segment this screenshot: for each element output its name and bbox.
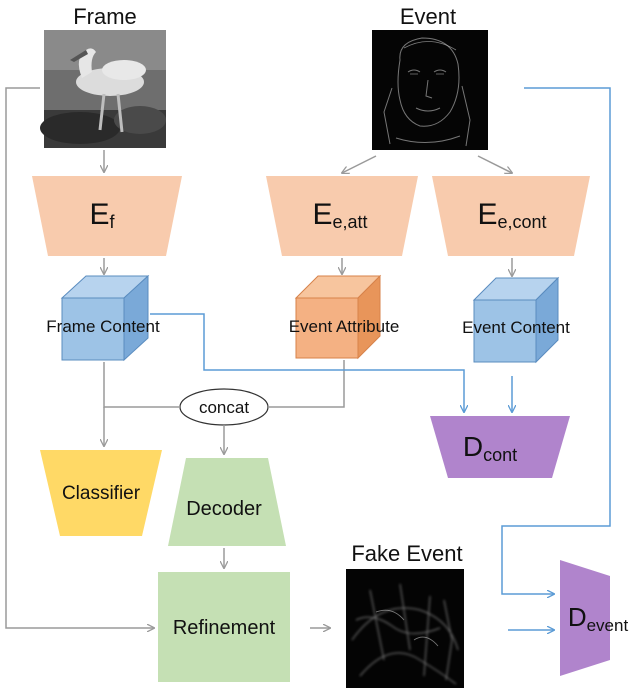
devent-sub: event: [587, 616, 629, 635]
event-attribute-label: Event Attribute: [289, 317, 400, 336]
classifier-block: Classifier: [40, 450, 162, 536]
arrow-event-to-eatt: [342, 155, 377, 173]
decoder-block: Decoder: [168, 458, 286, 546]
event-title: Event: [400, 4, 456, 29]
arrow-frame-skip-to-refinement: [5, 87, 154, 628]
frame-content-cube: [60, 274, 150, 362]
svg-text:Ee,att: Ee,att: [312, 198, 367, 232]
fake-event-image: [346, 569, 464, 688]
refinement-block: Refinement: [158, 572, 290, 682]
decoder-label: Decoder: [186, 498, 262, 520]
gray-arrows: [5, 87, 512, 628]
encoder-ef-sub: f: [110, 212, 116, 232]
svg-text:Dcont: Dcont: [463, 431, 517, 465]
dcont-sub: cont: [483, 445, 517, 465]
concat-node: concat: [179, 388, 269, 426]
encoder-eatt: Ee,att: [266, 176, 418, 256]
blue-arrows: [150, 87, 611, 630]
arrow-frame-content-to-dcont: [150, 313, 464, 412]
fake-event-title: Fake Event: [351, 541, 462, 566]
frame-image: [40, 30, 166, 148]
frame-title: Frame: [73, 4, 137, 29]
encoder-econt: Ee,cont: [432, 176, 590, 256]
encoder-ef: Ef: [32, 176, 182, 256]
encoder-eatt-sub: e,att: [332, 212, 367, 232]
event-content-cube: [472, 276, 560, 364]
line-attribute-to-concat: [268, 360, 345, 408]
concat-label: concat: [199, 398, 249, 417]
line-frame-content-to-concat: [103, 362, 180, 408]
svg-text:Ee,cont: Ee,cont: [477, 198, 546, 232]
refinement-label: Refinement: [173, 617, 276, 639]
frame-content-label: Frame Content: [46, 317, 160, 336]
classifier-label: Classifier: [62, 483, 141, 504]
encoder-eatt-main: E: [312, 198, 332, 231]
encoder-econt-sub: e,cont: [497, 212, 546, 232]
event-image: [372, 30, 488, 150]
discriminator-devent: Devent: [560, 560, 628, 676]
arrow-event-to-devent: [501, 87, 611, 594]
svg-text:Devent: Devent: [568, 602, 629, 635]
encoder-econt-main: E: [477, 198, 497, 231]
event-attribute-cube: [294, 274, 382, 360]
event-content-label: Event Content: [462, 318, 570, 337]
encoder-ef-main: E: [89, 198, 109, 231]
arrow-event-to-econt: [477, 155, 512, 173]
svg-text:Ef: Ef: [89, 198, 115, 232]
devent-main: D: [568, 602, 587, 632]
discriminator-dcont: Dcont: [430, 416, 570, 478]
dcont-main: D: [463, 431, 483, 462]
